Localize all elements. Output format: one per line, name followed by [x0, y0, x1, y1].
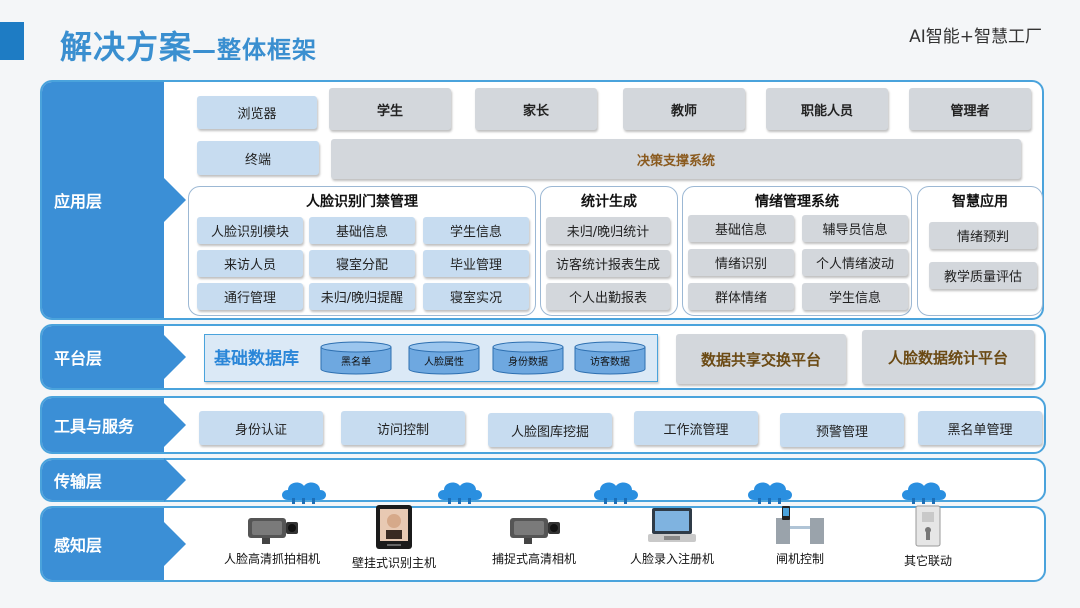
db-cylinder-label: 黑名单	[341, 357, 371, 368]
tools-layer-label: 工具与服务	[42, 398, 164, 452]
perception-layer: 感知层	[40, 506, 1046, 582]
db-cylinder-label: 访客数据	[590, 357, 630, 368]
device-label: 捕捉式高清相机	[491, 552, 576, 566]
data-exchange-platform: 数据共享交换平台	[676, 334, 846, 384]
role-manager: 管理者	[909, 88, 1031, 130]
device-label: 壁挂式识别主机	[351, 556, 436, 570]
tool-face-mining: 人脸图库挖掘	[488, 413, 612, 447]
platform-layer-label: 平台层	[42, 326, 164, 388]
face-access-item: 寝室分配	[309, 250, 415, 277]
role-staff: 职能人员	[766, 88, 888, 130]
db-cylinder-visitor-data: 访客数据	[574, 341, 646, 375]
tool-workflow: 工作流管理	[634, 411, 758, 445]
network-cloud-icon	[590, 478, 642, 508]
device-label: 人脸录入注册机	[629, 552, 714, 566]
device-label: 人脸高清抓拍相机	[223, 552, 320, 566]
transport-layer: 传输层	[40, 458, 1046, 502]
emotion-item: 情绪识别	[688, 249, 794, 276]
door-lock-icon	[915, 505, 941, 547]
tool-alert: 预警管理	[780, 413, 904, 447]
face-access-item: 来访人员	[197, 250, 303, 277]
enrollment-kiosk-icon	[648, 508, 696, 542]
db-cylinder-identity-data: 身份数据	[492, 341, 564, 375]
page-title: 解决方案—整体框架	[60, 22, 317, 68]
emotion-title: 情绪管理系统	[755, 194, 839, 210]
database-title: 基础数据库	[214, 349, 299, 369]
application-layer-label: 应用层	[42, 82, 164, 318]
face-access-item: 寝室实况	[423, 283, 529, 310]
device-other-linkage: 其它联动	[868, 505, 988, 569]
stats-item: 未归/晚归统计	[546, 217, 670, 244]
device-gate-control: 闸机控制	[740, 506, 860, 567]
smart-app-item: 情绪预判	[929, 222, 1037, 249]
face-access-item: 毕业管理	[423, 250, 529, 277]
face-terminal-icon	[376, 505, 412, 549]
camera-icon	[248, 518, 298, 544]
emotion-item: 学生信息	[802, 283, 908, 310]
stats-title: 统计生成	[581, 194, 637, 210]
emotion-item: 群体情绪	[688, 283, 794, 310]
tool-blacklist: 黑名单管理	[918, 411, 1042, 445]
brand-label: AI智能+智慧工厂	[909, 27, 1042, 47]
page-title-sub: —整体框架	[192, 36, 318, 64]
emotion-item: 基础信息	[688, 215, 794, 242]
smart-app-group: 智慧应用	[917, 186, 1043, 316]
browser-box: 浏览器	[197, 96, 317, 129]
perception-layer-label: 感知层	[42, 508, 164, 580]
face-access-item: 通行管理	[197, 283, 303, 310]
emotion-item: 个人情绪波动	[802, 249, 908, 276]
face-access-title: 人脸识别门禁管理	[306, 194, 418, 210]
camera-icon	[510, 518, 560, 544]
page-title-main: 解决方案	[60, 28, 193, 66]
face-access-item: 未归/晚归提醒	[309, 283, 415, 310]
smart-app-title: 智慧应用	[952, 194, 1008, 210]
tool-access-control: 访问控制	[341, 411, 465, 445]
network-cloud-icon	[278, 478, 330, 508]
face-access-item: 基础信息	[309, 217, 415, 244]
device-label: 其它联动	[903, 554, 952, 568]
tool-identity-auth: 身份认证	[199, 411, 323, 445]
emotion-item: 辅导员信息	[802, 215, 908, 242]
stats-item: 个人出勤报表	[546, 283, 670, 310]
decision-support-system: 决策支撑系统	[331, 139, 1021, 179]
role-student: 学生	[329, 88, 451, 130]
turnstile-icon	[776, 506, 824, 544]
db-cylinder-label: 人脸属性	[424, 357, 464, 368]
smart-app-item: 教学质量评估	[929, 262, 1037, 289]
role-parent: 家长	[475, 88, 597, 130]
network-cloud-icon	[744, 478, 796, 508]
title-accent-bar	[0, 22, 24, 60]
network-cloud-icon	[434, 478, 486, 508]
db-cylinder-blacklist: 黑名单	[320, 341, 392, 375]
stats-item: 访客统计报表生成	[546, 250, 670, 277]
device-hd-snapshot-camera: 人脸高清抓拍相机	[212, 510, 332, 567]
db-cylinder-label: 身份数据	[508, 357, 548, 368]
device-face-enrollment: 人脸录入注册机	[612, 508, 732, 567]
role-teacher: 教师	[623, 88, 745, 130]
db-cylinder-face-attributes: 人脸属性	[408, 341, 480, 375]
device-label: 闸机控制	[775, 552, 824, 566]
face-access-item: 人脸识别模块	[197, 217, 303, 244]
network-cloud-icon	[898, 478, 950, 508]
face-stats-platform: 人脸数据统计平台	[862, 330, 1034, 384]
device-wall-terminal: 壁挂式识别主机	[334, 505, 454, 571]
face-access-item: 学生信息	[423, 217, 529, 244]
device-capture-camera: 捕捉式高清相机	[474, 510, 594, 567]
terminal-box: 终端	[197, 141, 319, 175]
transport-layer-label: 传输层	[42, 460, 164, 500]
